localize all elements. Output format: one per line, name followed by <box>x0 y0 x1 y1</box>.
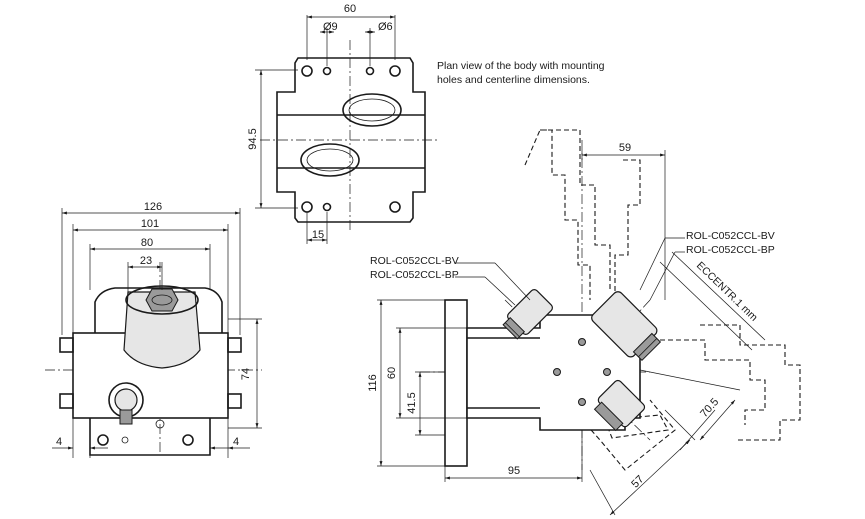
dim-front-74: 74 <box>240 368 252 380</box>
dim-plan-width: 60 <box>344 3 356 15</box>
dim-plan-hole-small: Ø6 <box>378 21 393 33</box>
side-view <box>377 129 801 516</box>
dim-plan-hole-spacing: 15 <box>312 229 324 241</box>
mount-hole-icon <box>389 201 401 213</box>
mount-hole-icon <box>301 65 313 77</box>
caption-line-1: Plan view of the body with mounting <box>437 60 605 72</box>
dim-side-41-5: 41.5 <box>406 392 418 413</box>
front-view <box>45 208 262 458</box>
dim-front-23: 23 <box>140 255 152 267</box>
dim-side-59: 59 <box>619 142 631 154</box>
dim-front-101: 101 <box>141 218 159 230</box>
mount-hole-icon <box>301 201 313 213</box>
mount-hole-icon <box>389 65 401 77</box>
dim-plan-hole-large: Ø9 <box>323 21 338 33</box>
dim-plan-height: 94.5 <box>247 128 259 149</box>
left-bv-label: ROL-C052CCL-BV <box>370 255 459 267</box>
dim-front-right-4: 4 <box>233 436 239 448</box>
dim-front-overall: 126 <box>144 201 162 213</box>
plan-view <box>255 15 440 244</box>
dim-front-80: 80 <box>141 237 153 249</box>
dim-side-57: 57 <box>629 473 646 490</box>
caption-line-2: holes and centerline dimensions. <box>437 74 590 86</box>
left-bp-label: ROL-C052CCL-BP <box>370 269 459 281</box>
eccentric-label: ECCENTR.1 mm <box>694 260 760 324</box>
dim-side-116: 116 <box>367 374 379 392</box>
dim-side-95: 95 <box>508 465 520 477</box>
right-bv-label: ROL-C052CCL-BV <box>686 230 775 242</box>
dim-side-60: 60 <box>386 367 398 379</box>
dim-side-70-5: 70.5 <box>698 396 721 420</box>
dim-front-left-4: 4 <box>56 436 62 448</box>
right-bp-label: ROL-C052CCL-BP <box>686 244 775 256</box>
